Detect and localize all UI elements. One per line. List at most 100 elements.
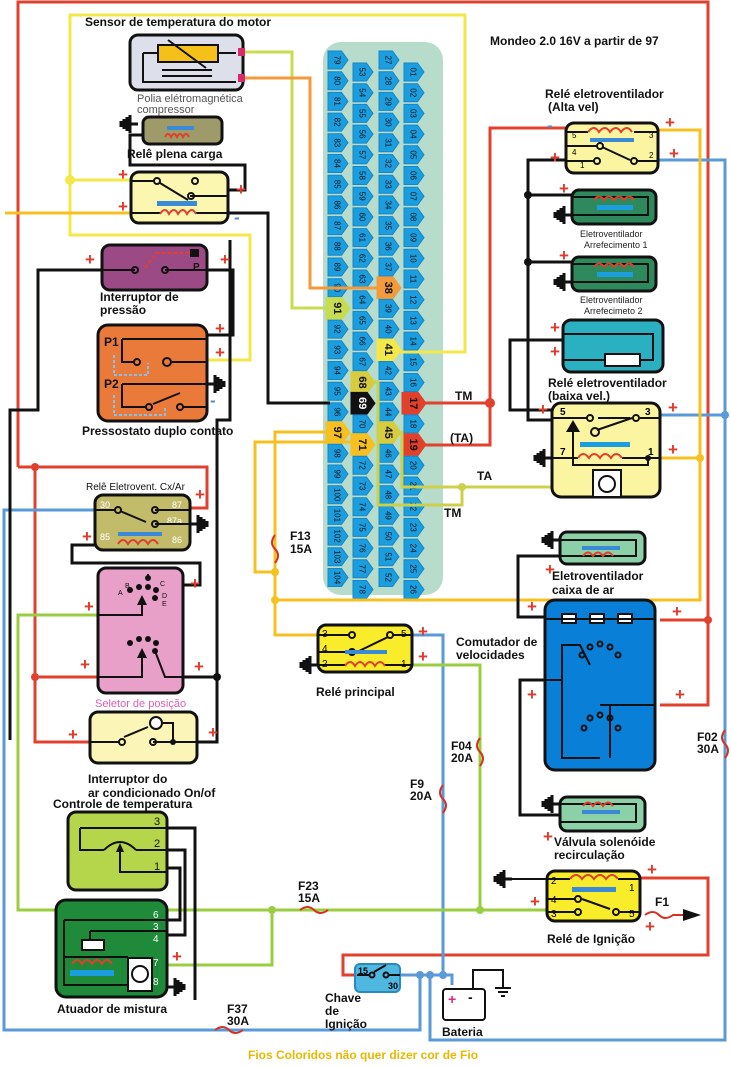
connector-pin-61: 61: [352, 228, 374, 248]
pin-number: 74: [358, 502, 367, 511]
pin-shape: [403, 103, 425, 123]
connector-pin-26: 26: [403, 580, 425, 599]
selector-letter: A: [118, 590, 123, 597]
pin-number: 102: [333, 529, 342, 543]
connector-pin-62: 62: [352, 248, 374, 268]
plus-sign: +: [80, 655, 90, 674]
pin-number: 72: [358, 461, 367, 470]
pin-label: 4: [322, 644, 328, 655]
pin-number: 66: [358, 337, 367, 346]
pin-number: 68: [356, 376, 368, 388]
selector-letter: D: [162, 593, 167, 600]
pin-number: 62: [358, 254, 367, 263]
pin-label: 1: [648, 447, 654, 458]
pin-number: 34: [384, 200, 393, 209]
ground-icon: [188, 513, 209, 535]
cabin-blower-label-2: caixa de ar: [552, 583, 614, 597]
pin-shape: [352, 580, 374, 599]
pin-number: 100: [333, 488, 342, 502]
plus-sign: +: [208, 723, 218, 742]
pin-label: 3: [551, 909, 557, 920]
minus-sign: -: [547, 116, 553, 135]
pin-label: 86: [172, 535, 182, 545]
connector-pin-58: 58: [352, 166, 374, 185]
main-relay: 3 4 2 5 1 + + Relé principal: [299, 622, 428, 699]
pin-shape: [352, 83, 374, 103]
pin-shape: [403, 290, 425, 310]
selector-letter: B: [125, 583, 130, 590]
pin-number: 76: [358, 544, 367, 553]
connector-pin-71: 71: [350, 433, 376, 456]
pin-shape: [378, 133, 400, 153]
connector-pin-95: 95: [327, 381, 349, 401]
pin-number: 31: [384, 138, 393, 147]
pin-shape: [350, 391, 376, 415]
recirculation-valve: + Válvula solenóide recirculação: [541, 793, 656, 862]
recirculation-valve-label-2: recirculação: [554, 848, 625, 862]
pin-shape: [403, 248, 425, 268]
pin-shape: [403, 228, 425, 248]
pin-shape: [352, 145, 374, 165]
pin-shape: [352, 310, 374, 330]
connector-pin-92: 92: [327, 319, 349, 339]
connector-pin-67: 67: [352, 352, 374, 372]
ignition-switch-label-3: Ignição: [325, 1017, 367, 1031]
connector-pin-08: 08: [403, 207, 425, 227]
battery-plus: +: [448, 991, 456, 1007]
plus-sign: +: [538, 400, 548, 419]
fan-resistor: + + Relé eletroventilador (baixa vel.): [548, 318, 667, 403]
pin-number: 36: [384, 242, 393, 251]
pin-label: 4: [153, 934, 159, 945]
connector-pin-33: 33: [378, 174, 400, 194]
radiator-fan-2-label-2: Arrefecimeto 2: [584, 306, 643, 316]
pin-shape: [352, 517, 374, 537]
ignition-switch[interactable]: 15 30 Chave de Ignição: [325, 963, 401, 1031]
pin-shape: [352, 228, 374, 248]
connector-pin-25: 25: [403, 559, 425, 579]
pin-number: 20: [409, 461, 418, 470]
pin-shape: [327, 71, 349, 91]
compressor-relay: + + + -: [118, 165, 246, 227]
pin-shape: [327, 257, 349, 277]
radiator-fan-1-label-2: Arrefecimento 1: [584, 240, 648, 250]
pin-label: 4: [572, 148, 577, 157]
pin-shape: [378, 50, 400, 70]
connector-pin-35: 35: [378, 216, 400, 236]
pin-shape: [403, 373, 425, 392]
pin-shape: [403, 538, 425, 558]
connector-pin-65: 65: [352, 310, 374, 330]
plus-sign: +: [559, 246, 569, 265]
connector-pin-29: 29: [378, 91, 400, 111]
pin-shape: [352, 124, 374, 144]
pin-number: 51: [384, 552, 393, 561]
pin-number: 13: [409, 316, 418, 325]
plus-sign: +: [530, 892, 540, 911]
pin-shape: [327, 402, 349, 422]
pin-label: 2: [551, 876, 557, 887]
pin-number: 84: [333, 159, 342, 168]
pin-number: 81: [333, 97, 342, 106]
pin-shape: [352, 269, 374, 289]
connector-pin-101: 101: [327, 505, 349, 525]
fuse-f9-rating: 20A: [410, 789, 432, 803]
plus-sign: +: [550, 342, 560, 361]
dual-pressure-switch-label: Pressostato duplo contato: [82, 424, 233, 438]
fuse-f02-rating: 30A: [697, 742, 719, 756]
connector-pin-53: 53: [352, 62, 374, 82]
pressure-switch-label: Interruptor de: [100, 290, 179, 304]
junction-dots-other: [213, 191, 729, 979]
pin-shape: [352, 103, 374, 123]
pin-label: 5: [572, 131, 577, 140]
pin-number: 25: [409, 564, 418, 573]
connector-pin-05: 05: [403, 145, 425, 165]
radiator-fan-1-label: Eletroventilador: [580, 229, 643, 239]
connector-pin-96: 96: [327, 402, 349, 422]
fan-motor-icon: [598, 475, 616, 493]
pin-shape: [378, 154, 400, 173]
pin-label: 87a: [167, 516, 182, 526]
pin-label: 3: [153, 922, 159, 933]
pin-shape: [327, 174, 349, 194]
connector-pin-37: 37: [378, 257, 400, 277]
compressor-clutch-label-2: compressor: [137, 104, 195, 116]
pin-number: 99: [333, 470, 342, 479]
